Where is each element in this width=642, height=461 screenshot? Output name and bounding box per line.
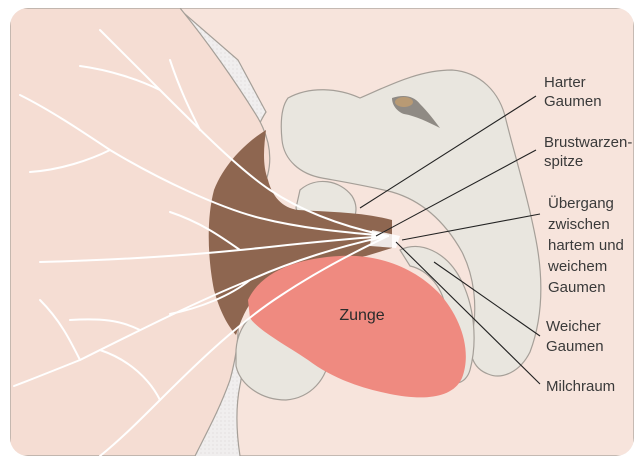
eyelid <box>395 97 413 107</box>
label-tongue: Zunge <box>339 307 384 324</box>
label-milk-space: Milchraum <box>546 378 615 395</box>
